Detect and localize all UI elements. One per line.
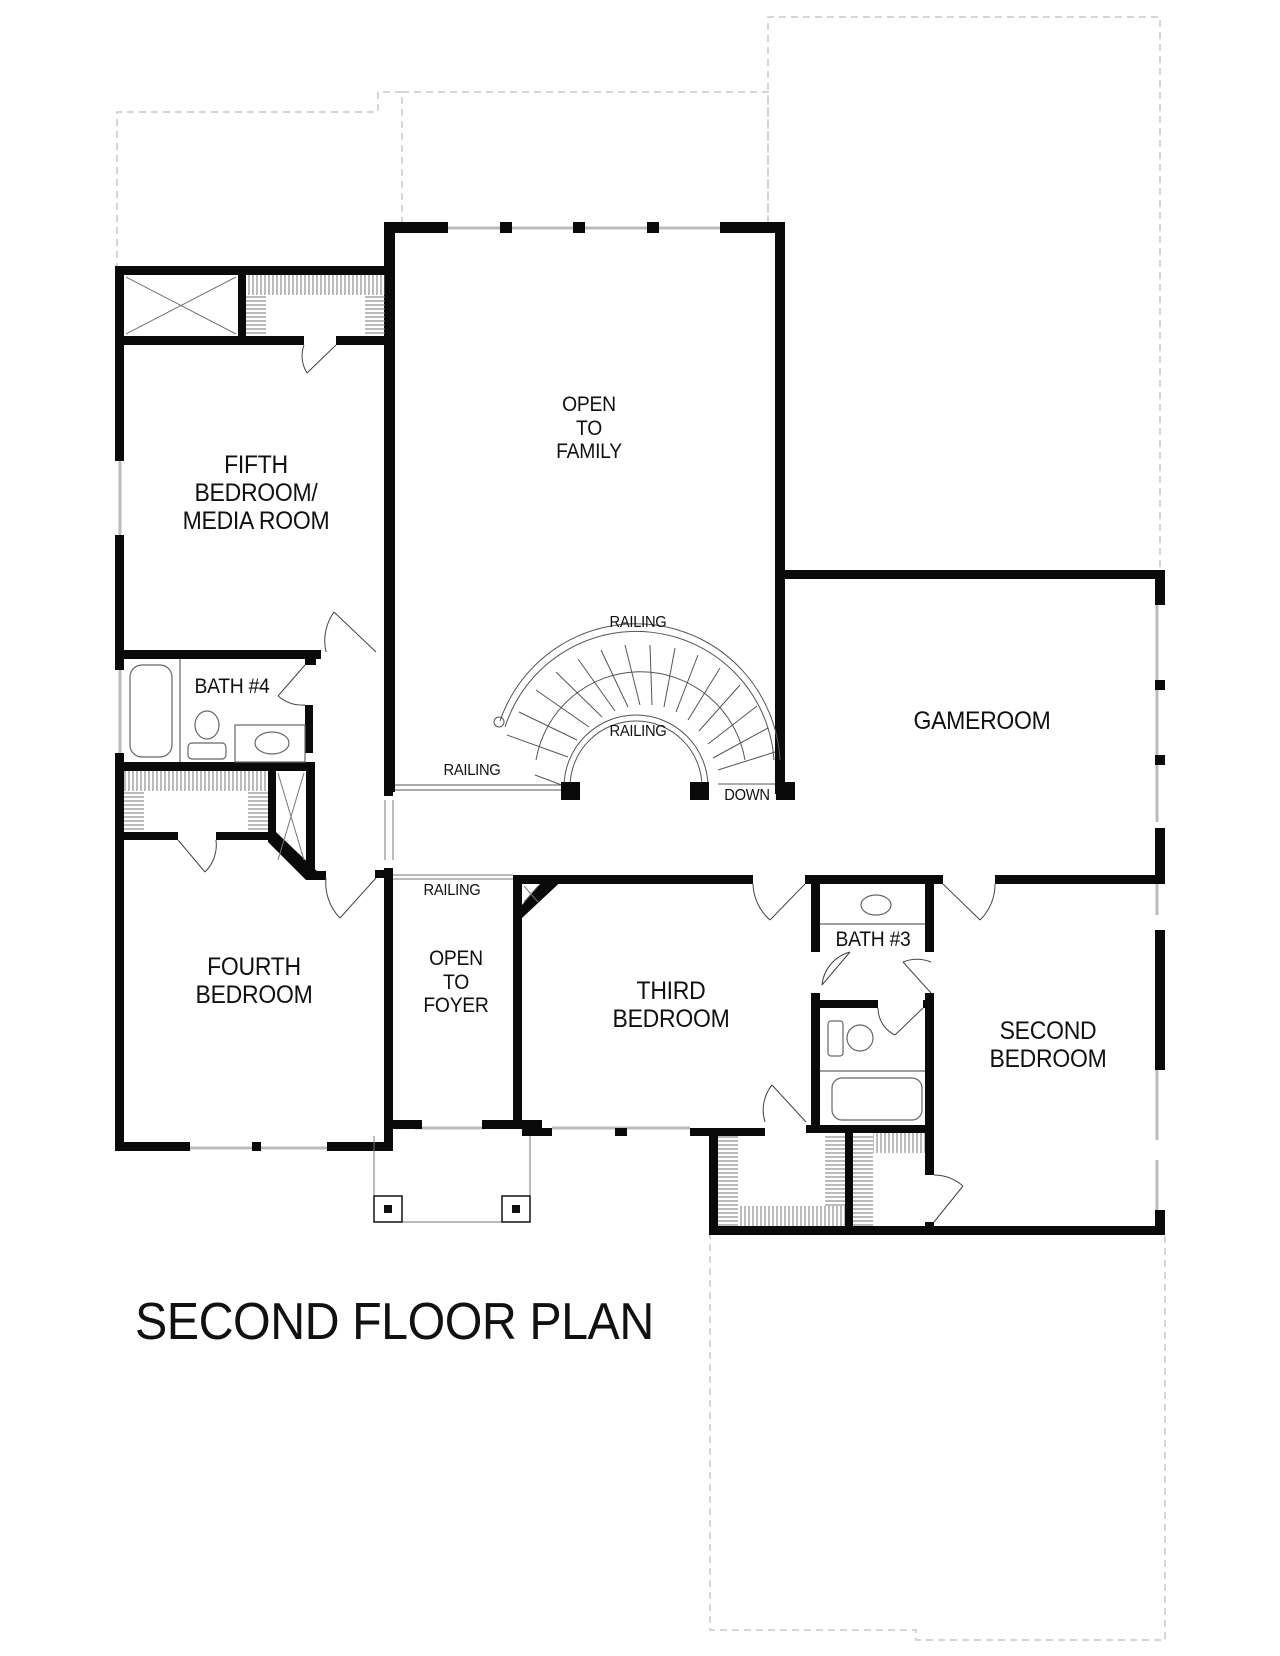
portico bbox=[373, 1136, 531, 1223]
plan-title: SECOND FLOOR PLAN bbox=[135, 1293, 654, 1351]
stair-posts bbox=[561, 782, 795, 800]
foyer-railing bbox=[384, 800, 513, 880]
walls bbox=[115, 222, 1165, 1235]
railing-label-foyer: RAILING bbox=[423, 882, 481, 899]
room-label-gameroom: GAMEROOM bbox=[913, 707, 1051, 735]
room-label-second-bedroom: SECOND BEDROOM bbox=[989, 1017, 1107, 1073]
room-label-bath-3: BATH #3 bbox=[835, 928, 911, 951]
room-label-fifth-bedroom: FIFTH BEDROOM/ MEDIA ROOM bbox=[182, 451, 330, 535]
room-label-open-to-foyer: OPEN TO FOYER bbox=[423, 947, 489, 1018]
chase-boxes bbox=[125, 276, 539, 903]
first-floor-outline bbox=[116, 16, 1166, 1641]
room-label-fourth-bedroom: FOURTH BEDROOM bbox=[195, 953, 313, 1009]
bath-fixtures bbox=[129, 659, 925, 1121]
doors bbox=[177, 344, 996, 1223]
railing-label-outer: RAILING bbox=[609, 614, 667, 631]
room-label-third-bedroom: THIRD BEDROOM bbox=[612, 977, 730, 1033]
room-label-open-to-family: OPEN TO FAMILY bbox=[556, 393, 622, 464]
closet-shelves bbox=[124, 275, 925, 1226]
room-label-bath-4: BATH #4 bbox=[194, 675, 270, 698]
spiral-staircase bbox=[395, 623, 781, 791]
stairs-down-label: DOWN bbox=[724, 787, 770, 804]
railing-label-inner: RAILING bbox=[609, 723, 667, 740]
railing-label-left: RAILING bbox=[443, 762, 501, 779]
